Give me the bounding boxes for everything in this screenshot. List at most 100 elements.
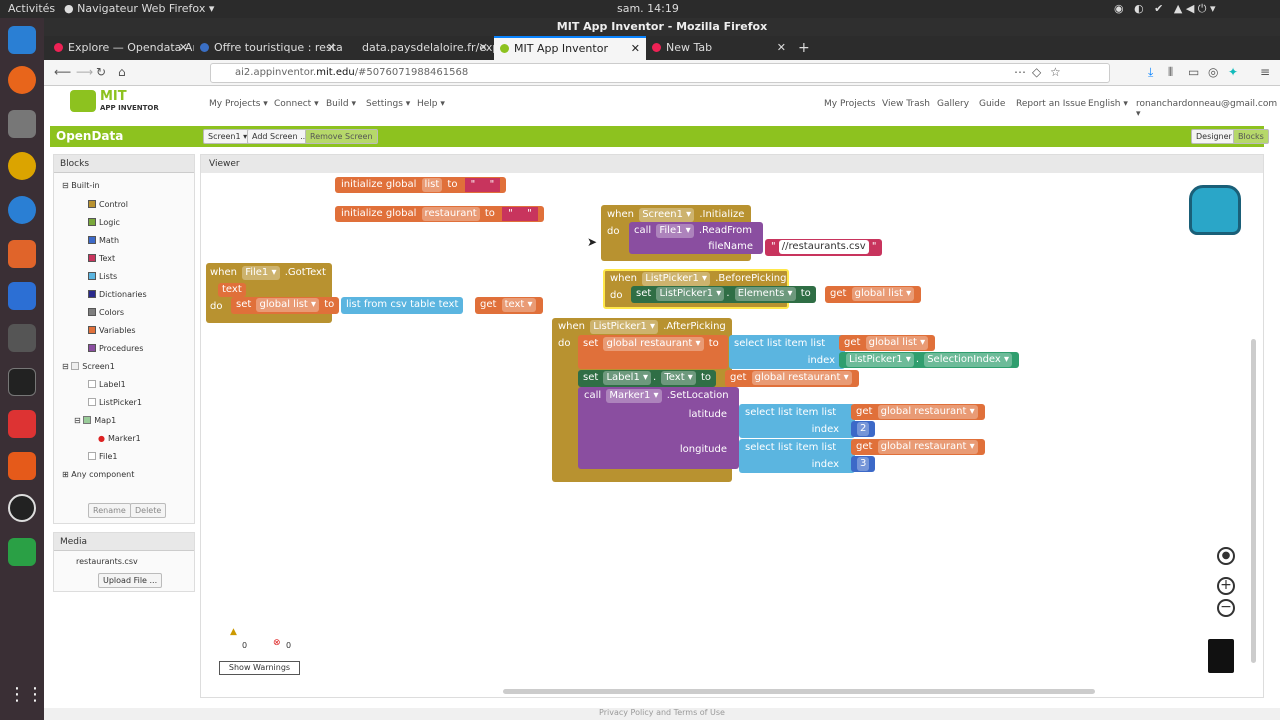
drawer-variables[interactable]: Variables <box>88 326 136 335</box>
select-list-item-latitude-block[interactable]: select list item list index <box>739 404 855 438</box>
firefox-dock-icon[interactable] <box>8 66 36 94</box>
firefox-menu[interactable]: ● Navigateur Web Firefox ▾ <box>64 2 215 15</box>
rename-button[interactable]: Rename <box>88 503 131 518</box>
horizontal-scrollbar[interactable] <box>503 689 1095 694</box>
tree-any-component[interactable]: ⊞ Any component <box>62 470 135 479</box>
zoom-out-icon[interactable]: − <box>1217 599 1235 617</box>
sidebar-icon[interactable]: ▭ <box>1188 65 1200 79</box>
drawer-text[interactable]: Text <box>88 254 115 263</box>
back-icon[interactable]: ⟵ <box>54 65 72 79</box>
close-icon[interactable]: ✕ <box>630 42 640 55</box>
url-bar[interactable]: ai2.appinventor.mit.edu/#507607198846156… <box>210 63 1110 83</box>
call-marker1-setlocation-block[interactable]: call Marker1 ▾ .SetLocation latitude lon… <box>578 387 739 469</box>
get-global-restaurant-block[interactable]: get global restaurant ▾ <box>851 439 985 455</box>
tab-offre[interactable]: Offre touristique : resta✕ <box>194 36 342 60</box>
get-global-list-block[interactable]: get global list ▾ <box>839 335 936 351</box>
writer-icon[interactable] <box>8 282 36 310</box>
rhythmbox-icon[interactable] <box>8 152 36 180</box>
link-report-issue[interactable]: Report an Issue <box>1016 99 1087 109</box>
menu-my-projects[interactable]: My Projects ▾ <box>209 99 268 109</box>
apps-grid-icon[interactable]: ⋮⋮ <box>8 684 44 705</box>
link-guide[interactable]: Guide <box>979 99 1006 109</box>
help-icon[interactable] <box>8 196 36 224</box>
app-icon[interactable] <box>8 410 36 438</box>
show-warnings-button[interactable]: Show Warnings <box>219 661 300 675</box>
tab-new[interactable]: New Tab✕ <box>646 36 792 60</box>
tree-screen1[interactable]: ⊟ Screen1 <box>62 362 115 371</box>
tree-builtin[interactable]: ⊟ Built-in <box>62 181 100 190</box>
pocket-icon[interactable]: ◇ <box>1032 65 1042 79</box>
blocks-workspace[interactable]: initialize global list to " " initialize… <box>205 175 1259 695</box>
tab-app-inventor[interactable]: MIT App Inventor✕ <box>494 36 646 60</box>
tab-data[interactable]: data.paysdelaloire.fr/explor✕ <box>342 36 494 60</box>
get-global-restaurant-block[interactable]: get global restaurant ▾ <box>725 370 859 387</box>
init-global-list-block[interactable]: initialize global list to " " <box>335 177 507 193</box>
thunderbird-icon[interactable] <box>8 26 36 54</box>
forward-icon[interactable]: ⟶ <box>76 65 94 79</box>
drawer-math[interactable]: Math <box>88 236 119 245</box>
listpicker1-selectionindex-block[interactable]: ListPicker1 ▾. SelectionIndex ▾ <box>839 352 1020 368</box>
tree-listpicker1[interactable]: ListPicker1 <box>88 398 142 407</box>
footer[interactable]: Privacy Policy and Terms of Use <box>44 708 1280 720</box>
init-global-restaurant-block[interactable]: initialize global restaurant to " " <box>335 206 544 222</box>
files-icon[interactable] <box>8 110 36 138</box>
menu-help[interactable]: Help ▾ <box>417 99 445 109</box>
get-global-restaurant-block[interactable]: get global restaurant ▾ <box>851 404 985 420</box>
upload-file-button[interactable]: Upload File ... <box>98 573 163 588</box>
drawer-colors[interactable]: Colors <box>88 308 124 317</box>
get-text-block[interactable]: get text ▾ <box>475 297 543 314</box>
impress-icon[interactable] <box>8 452 36 480</box>
download-icon[interactable]: ⤓ <box>1148 65 1154 79</box>
screen-selector[interactable]: Screen1 ▾ <box>203 129 253 144</box>
vertical-scrollbar[interactable] <box>1251 339 1256 663</box>
designer-button[interactable]: Designer <box>1191 129 1237 144</box>
obs-icon[interactable] <box>8 494 36 522</box>
activities-button[interactable]: Activités <box>8 2 56 15</box>
tree-map1[interactable]: ⊟ Map1 <box>74 416 117 425</box>
menu-settings[interactable]: Settings ▾ <box>366 99 411 109</box>
media-file[interactable]: restaurants.csv <box>76 557 138 566</box>
bookmark-star-icon[interactable]: ☆ <box>1050 65 1061 79</box>
tree-label1[interactable]: Label1 <box>88 380 126 389</box>
tree-file1[interactable]: File1 <box>88 452 117 461</box>
drawer-control[interactable]: Control <box>88 200 128 209</box>
library-icon[interactable]: ⫴ <box>1168 65 1174 79</box>
link-view-trash[interactable]: View Trash <box>882 99 931 109</box>
blocks-button[interactable]: Blocks <box>1233 129 1269 144</box>
page-actions-icon[interactable]: ⋯ <box>1014 65 1026 79</box>
menu-icon[interactable]: ≡ <box>1260 65 1271 79</box>
drawer-procedures[interactable]: Procedures <box>88 344 143 353</box>
reload-icon[interactable]: ↻ <box>96 65 107 79</box>
select-list-item-longitude-block[interactable]: select list item list index <box>739 439 855 473</box>
calc-icon[interactable] <box>8 538 36 566</box>
extension-icon[interactable]: ✦ <box>1228 65 1239 79</box>
add-screen-button[interactable]: Add Screen ... <box>247 129 313 144</box>
set-listpicker1-elements-block[interactable]: set ListPicker1 ▾. Elements ▾ to <box>631 286 816 303</box>
menu-connect[interactable]: Connect ▾ <box>274 99 319 109</box>
remove-screen-button[interactable]: Remove Screen <box>305 129 378 144</box>
backpack-icon[interactable] <box>1189 185 1241 235</box>
gimp-icon[interactable] <box>8 324 36 352</box>
drawer-lists[interactable]: Lists <box>88 272 117 281</box>
zoom-in-icon[interactable]: + <box>1217 577 1235 595</box>
call-file1-readfrom-block[interactable]: call File1 ▾ .ReadFrom fileName <box>629 222 763 254</box>
app-inventor-logo-icon[interactable] <box>70 90 96 112</box>
when-file1-gottext-block[interactable]: when File1 ▾ .GotText text do <box>206 263 332 323</box>
set-global-restaurant-block[interactable]: set global restaurant ▾ to <box>578 335 728 369</box>
set-global-list-block[interactable]: set global list ▾ to <box>231 297 340 314</box>
terminal-icon[interactable] <box>8 368 36 396</box>
menu-language[interactable]: English ▾ <box>1088 99 1128 109</box>
recenter-icon[interactable]: ● <box>1217 547 1235 565</box>
menu-account[interactable]: ronanchardonneau@gmail.com ▾ <box>1136 99 1278 119</box>
software-icon[interactable] <box>8 240 36 268</box>
tree-marker1[interactable]: ●Marker1 <box>98 434 141 443</box>
set-label1-text-block[interactable]: set Label1 ▾. Text ▾ to <box>578 370 717 387</box>
menu-build[interactable]: Build ▾ <box>326 99 356 109</box>
close-icon[interactable]: ✕ <box>776 41 786 54</box>
new-tab-button[interactable]: + <box>798 40 810 56</box>
trash-icon[interactable] <box>1208 639 1234 673</box>
drawer-logic[interactable]: Logic <box>88 218 120 227</box>
account-icon[interactable]: ◎ <box>1208 65 1219 79</box>
drawer-dictionaries[interactable]: Dictionaries <box>88 290 147 299</box>
close-icon[interactable]: ✕ <box>478 41 488 54</box>
